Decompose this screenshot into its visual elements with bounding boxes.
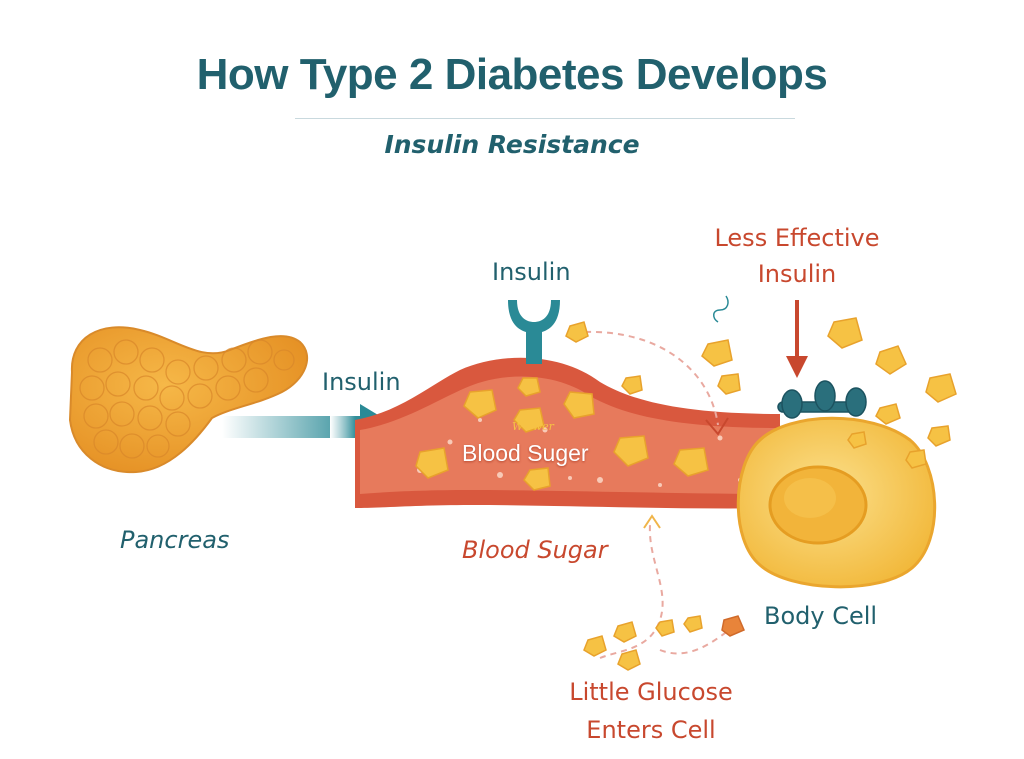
less-effective-arrow: [786, 300, 808, 378]
little-glucose-label-line2: Enters Cell: [586, 716, 716, 744]
insulin-arrow-label: Insulin: [322, 368, 401, 396]
little-glucose-label-line1: Little Glucose: [569, 678, 733, 706]
blood-vessel: [330, 357, 780, 520]
dashed-arrow-insulin-to-cell: [584, 330, 719, 426]
body-cell-label: Body Cell: [764, 602, 878, 630]
dashed-arrowhead-up: [643, 514, 661, 529]
insulin-molecule: [508, 300, 560, 364]
pancreas-illustration: [68, 326, 309, 474]
vessel-label: Blood Suger: [462, 440, 589, 466]
page-subtitle: Insulin Resistance: [384, 130, 640, 159]
title-divider: [295, 118, 795, 119]
less-effective-label-line2: Insulin: [757, 260, 837, 288]
small-glucose-cluster: [583, 615, 745, 671]
pancreas-label: Pancreas: [120, 526, 230, 554]
dashed-arrowhead: [705, 417, 729, 436]
floating-glucose: [565, 317, 957, 469]
blood-sugar-label: Blood Sugar: [462, 536, 608, 564]
cell-receptors: [777, 380, 867, 419]
dashed-arrow-glucose-to-vessel: [599, 524, 664, 659]
insulin-top-label: Insulin: [492, 258, 571, 286]
less-effective-label-line1: Less Effective: [714, 224, 880, 252]
page-title: How Type 2 Diabetes Develops: [196, 50, 828, 99]
body-cell: [736, 416, 937, 589]
squiggle-icon: [713, 295, 729, 323]
vessel-squiggle-text: Wwwer: [512, 420, 554, 433]
